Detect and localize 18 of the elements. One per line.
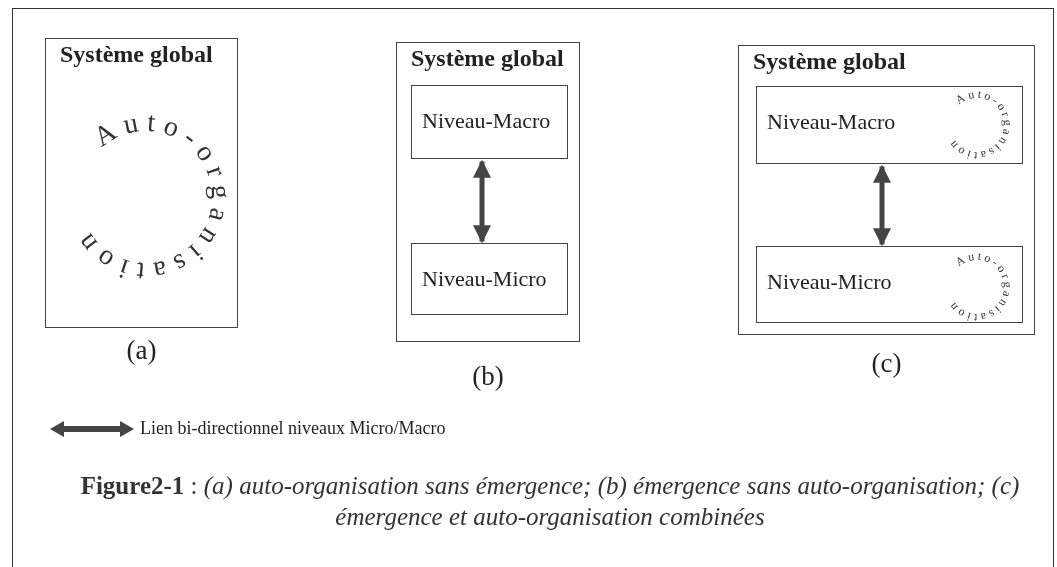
system-title: Système global <box>60 41 213 68</box>
figure-caption: Figure2-1 : (a) auto-organisation sans émergence; (b) émergence sans auto-organisation; (c) émergence et auto-organisation combinées <box>79 471 1021 532</box>
level-box <box>756 86 1023 164</box>
level-label: Niveau-Macro <box>422 108 551 134</box>
panel-label: (c) <box>870 348 903 379</box>
double-arrow <box>873 164 891 247</box>
level-label: Niveau-Micro <box>767 269 892 295</box>
level-label: Niveau-Macro <box>767 109 896 135</box>
panel-label: (b) <box>471 361 505 392</box>
panel-label: (a) <box>125 335 158 366</box>
legend-text: Lien bi-directionnel niveaux Micro/Macro <box>140 418 446 439</box>
double-arrow <box>473 159 491 244</box>
system-title: Système global <box>753 48 906 75</box>
level-box <box>756 246 1023 323</box>
level-box <box>411 85 568 159</box>
level-box <box>411 243 568 315</box>
level-label: Niveau-Micro <box>422 266 547 292</box>
system-title: Système global <box>411 45 564 72</box>
